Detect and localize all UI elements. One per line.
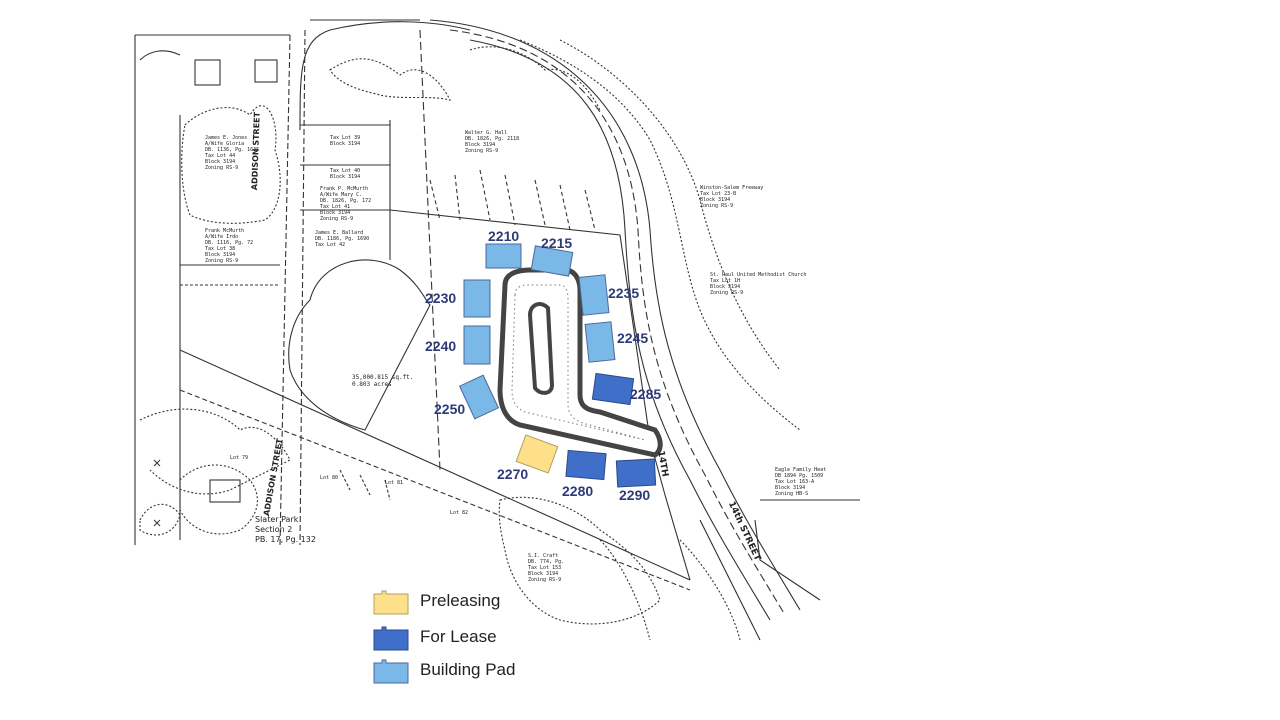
street-line — [139, 50, 181, 61]
street-line — [279, 34, 291, 546]
building-pad-2250[interactable] — [458, 374, 500, 420]
pad-label-2280: 2280 — [562, 483, 594, 499]
legend-item-building-pad: Building Pad — [372, 658, 672, 686]
lot-line — [429, 169, 596, 231]
parcel-ballard-label: James E. Ballard DB. 1186, Pg. 1690 Tax … — [315, 230, 370, 248]
survey-markers — [153, 459, 161, 527]
pad-label-2290: 2290 — [619, 487, 651, 503]
house — [209, 479, 241, 503]
tree-line — [599, 539, 651, 641]
pad-label-2285: 2285 — [630, 386, 662, 402]
building-pad-2210[interactable] — [485, 243, 522, 269]
building-pad-2280[interactable] — [565, 449, 607, 481]
site-boundary — [179, 389, 691, 591]
parcel-jones-label: James E. Jones A/Wife Gloria DB. 1136, P… — [205, 135, 260, 171]
tree-line — [139, 503, 181, 536]
legend-label-for-lease: For Lease — [420, 627, 497, 646]
legend-item-for-lease: For Lease — [372, 625, 672, 653]
tree-line — [498, 496, 661, 625]
parcel-church-label: St. Paul United Methodist Church Tax Lot… — [710, 272, 807, 296]
street-line — [299, 29, 306, 546]
lot-79-label: Lot 79 — [230, 455, 249, 461]
parcel-taxlot40-label: Tax Lot 40 Block 3194 — [330, 168, 361, 180]
building-pad-2245[interactable] — [584, 321, 616, 363]
street-line — [699, 519, 761, 641]
pad-label-2250: 2250 — [434, 401, 466, 417]
pad-label-2270: 2270 — [497, 466, 529, 482]
legend-swatch-preleasing — [373, 590, 409, 615]
tree-line — [469, 46, 601, 111]
site-boundary — [179, 349, 691, 581]
parcel-mcmurth-label: Frank P. McMurth A/Wife Mary C. DB. 1826… — [320, 186, 372, 222]
highway-inner — [469, 39, 771, 621]
building-pad-2270[interactable] — [515, 434, 559, 474]
parcel-freeway-label: Winston-Salem Freeway Tax Lot 23-B Block… — [700, 185, 764, 209]
legend-swatch-for-lease — [373, 626, 409, 651]
slater-park-label: Slater Park Section 2 PB. 17, Pg. 132 — [255, 515, 316, 544]
pad-label-2230: 2230 — [425, 290, 457, 306]
tree-line — [329, 58, 452, 101]
highway-outer — [429, 19, 801, 611]
building-pad-2240[interactable] — [463, 325, 491, 365]
parcel-si-label: S.I. Craft DB. 774, Pg. Tax Lot 153 Bloc… — [528, 553, 565, 583]
tree-line — [181, 105, 281, 224]
building-pad-2235[interactable] — [578, 274, 610, 316]
pad-label-2240: 2240 — [425, 338, 457, 354]
lot-81-label: Lot 81 — [385, 480, 404, 486]
legend-label-building-pad: Building Pad — [420, 660, 516, 679]
parcel-mcmurth2-label: Frank McMurth A/Wife Irdo DB. 1116, Pg. … — [205, 228, 254, 264]
lot-80-label: Lot 80 — [320, 475, 339, 481]
parking-lot — [497, 267, 663, 458]
legend-label-preleasing: Preleasing — [420, 591, 501, 610]
pad-label-2215: 2215 — [541, 235, 573, 251]
highway-median — [449, 29, 786, 616]
lot-82-label: Lot 82 — [450, 510, 469, 516]
parcel-taxlot39-label: Tax Lot 39 Block 3194 — [330, 135, 361, 147]
lot-line — [339, 469, 391, 501]
tree-line — [179, 464, 258, 535]
parcel-hall-label: Walter G. Hall DB. 1826, Pg. 2118 Block … — [465, 130, 520, 154]
house — [254, 59, 278, 83]
pad-label-2245: 2245 — [617, 330, 649, 346]
pad-label-2210: 2210 — [488, 228, 520, 244]
building-pad-2285[interactable] — [591, 372, 635, 406]
building-pad-2290[interactable] — [615, 458, 657, 488]
lot-line — [419, 29, 441, 471]
addison-curve — [299, 21, 471, 131]
tree-line — [519, 39, 801, 431]
house — [194, 59, 221, 86]
parcel-eagle-label: Eagle Family Heat DB 1894 Pg. 1509 Tax L… — [775, 467, 827, 497]
legend-swatch-building-pad — [373, 659, 409, 684]
legend-item-preleasing: Preleasing — [372, 589, 672, 617]
pad-label-2235: 2235 — [608, 285, 640, 301]
map-legend: Preleasing For Lease Building Pad — [372, 589, 672, 689]
acreage-label: 35,000.815 sq.ft. 0.803 acres — [352, 374, 414, 388]
street-line — [754, 519, 821, 601]
tree-line — [679, 539, 741, 641]
building-pad-2230[interactable] — [463, 279, 491, 318]
building-pad-2215[interactable] — [530, 245, 574, 277]
pond-boundary — [288, 259, 431, 431]
building-pads — [458, 243, 657, 488]
